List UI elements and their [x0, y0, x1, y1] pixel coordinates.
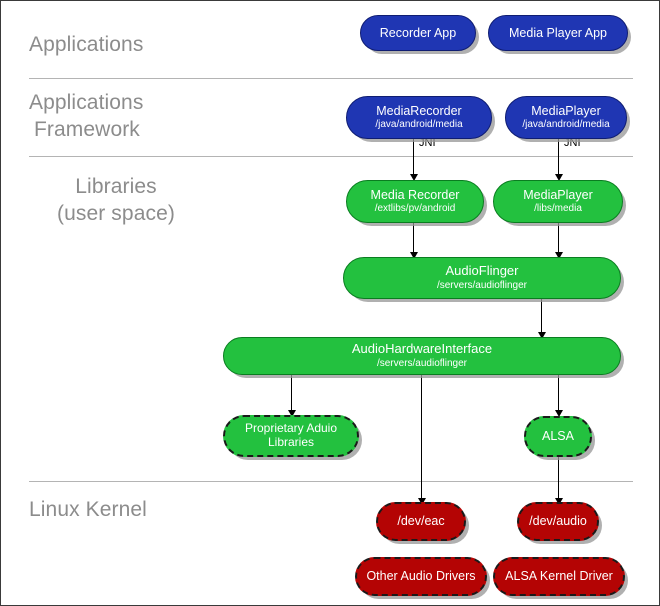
- arrowhead-ahi-to-dev-eac: [418, 498, 426, 505]
- arrowhead-ahi-to-alsa: [555, 410, 563, 417]
- arrowhead-audioflinger-to-ahi: [538, 332, 546, 339]
- arrowhead-ahi-to-proprietary-libs: [288, 410, 296, 417]
- node-mediarecorder-framework-path: /java/android/media: [375, 119, 463, 131]
- connector-mediarecorderlib-to-audioflinger: [413, 223, 414, 257]
- layer-label-libraries-line1: Libraries: [75, 175, 157, 198]
- edge-label-jni-recorder: JNI: [419, 137, 436, 149]
- arrowhead-mediaplayerlib-to-audioflinger: [555, 252, 563, 259]
- node-mediaplayer-framework-path: /java/android/media: [522, 119, 610, 131]
- node-alsa-kernel-driver[interactable]: ALSA Kernel Driver: [493, 557, 625, 596]
- node-alsa-title: ALSA: [542, 429, 574, 444]
- node-media-player-app-title: Media Player App: [509, 25, 607, 40]
- arrowhead-mediarecorderlib-to-audioflinger: [410, 252, 418, 259]
- node-media-recorder-lib-title: Media Recorder: [370, 188, 460, 203]
- arrowhead-alsa-to-dev-audio: [555, 498, 563, 505]
- arrowhead-mediarecorder-to-lib: [410, 174, 418, 181]
- node-dev-eac-title: /dev/eac: [397, 514, 445, 529]
- layer-label-libraries-line2: (user space): [57, 202, 175, 225]
- node-media-recorder-lib[interactable]: Media Recorder /extlibs/pv/android: [346, 180, 484, 223]
- node-other-audio-drivers-title: Other Audio Drivers: [366, 569, 476, 584]
- connector-mediarecorder-to-lib: [413, 139, 414, 179]
- layer-label-libraries: Libraries (user space): [21, 173, 211, 227]
- node-audioflinger-path: /servers/audioflinger: [436, 280, 528, 292]
- layer-label-applications-framework-line1: Applications: [29, 91, 144, 114]
- node-mediaplayer-lib[interactable]: MediaPlayer /libs/media: [493, 180, 623, 223]
- node-proprietary-audio-libraries[interactable]: Proprietary Aduio Libraries: [223, 415, 359, 457]
- layer-label-linux-kernel: Linux Kernel: [29, 498, 147, 521]
- node-mediaplayer-framework[interactable]: MediaPlayer /java/android/media: [505, 96, 627, 139]
- node-audiohardwareinterface[interactable]: AudioHardwareInterface /servers/audiofli…: [223, 337, 621, 375]
- node-alsa-kernel-driver-title: ALSA Kernel Driver: [505, 569, 613, 584]
- layer-label-applications-framework: Applications Framework: [29, 89, 143, 143]
- connector-mediaplayerlib-to-audioflinger: [558, 223, 559, 257]
- connector-audioflinger-to-ahi: [541, 299, 542, 337]
- divider-applications: [29, 78, 633, 79]
- node-audioflinger-title: AudioFlinger: [445, 263, 519, 279]
- node-audioflinger[interactable]: AudioFlinger /servers/audioflinger: [343, 257, 621, 299]
- node-dev-audio[interactable]: /dev/audio: [517, 502, 599, 541]
- node-mediarecorder-framework[interactable]: MediaRecorder /java/android/media: [346, 96, 492, 139]
- node-mediaplayer-lib-path: /libs/media: [534, 203, 582, 215]
- node-other-audio-drivers[interactable]: Other Audio Drivers: [355, 557, 487, 596]
- connector-alsa-to-dev-audio: [558, 457, 559, 503]
- node-dev-eac[interactable]: /dev/eac: [376, 502, 466, 541]
- node-audiohardwareinterface-title: AudioHardwareInterface: [351, 341, 493, 357]
- node-alsa[interactable]: ALSA: [524, 416, 592, 457]
- divider-framework: [29, 156, 633, 157]
- connector-mediaplayer-to-lib: [558, 139, 559, 179]
- node-mediaplayer-framework-title: MediaPlayer: [531, 104, 601, 119]
- connector-ahi-to-dev-eac: [421, 373, 422, 503]
- connector-ahi-to-alsa: [558, 373, 559, 415]
- layer-label-applications-framework-line2: Framework: [34, 118, 140, 141]
- node-mediarecorder-framework-title: MediaRecorder: [376, 104, 462, 119]
- node-recorder-app[interactable]: Recorder App: [360, 15, 476, 51]
- edge-label-jni-player: JNI: [564, 137, 581, 149]
- node-proprietary-audio-libraries-line1: Proprietary Aduio: [244, 421, 338, 436]
- node-mediaplayer-lib-title: MediaPlayer: [523, 188, 593, 203]
- layer-label-applications: Applications: [29, 33, 144, 56]
- node-dev-audio-title: /dev/audio: [529, 514, 587, 529]
- node-media-recorder-lib-path: /extlibs/pv/android: [374, 203, 456, 215]
- arrowhead-mediaplayer-to-lib: [555, 174, 563, 181]
- node-audiohardwareinterface-path: /servers/audioflinger: [376, 358, 468, 370]
- divider-libraries: [29, 481, 633, 482]
- node-proprietary-audio-libraries-line2: Libraries: [267, 435, 315, 449]
- connector-ahi-to-proprietary-libs: [291, 373, 292, 415]
- node-recorder-app-title: Recorder App: [379, 25, 457, 40]
- node-media-player-app[interactable]: Media Player App: [488, 15, 628, 51]
